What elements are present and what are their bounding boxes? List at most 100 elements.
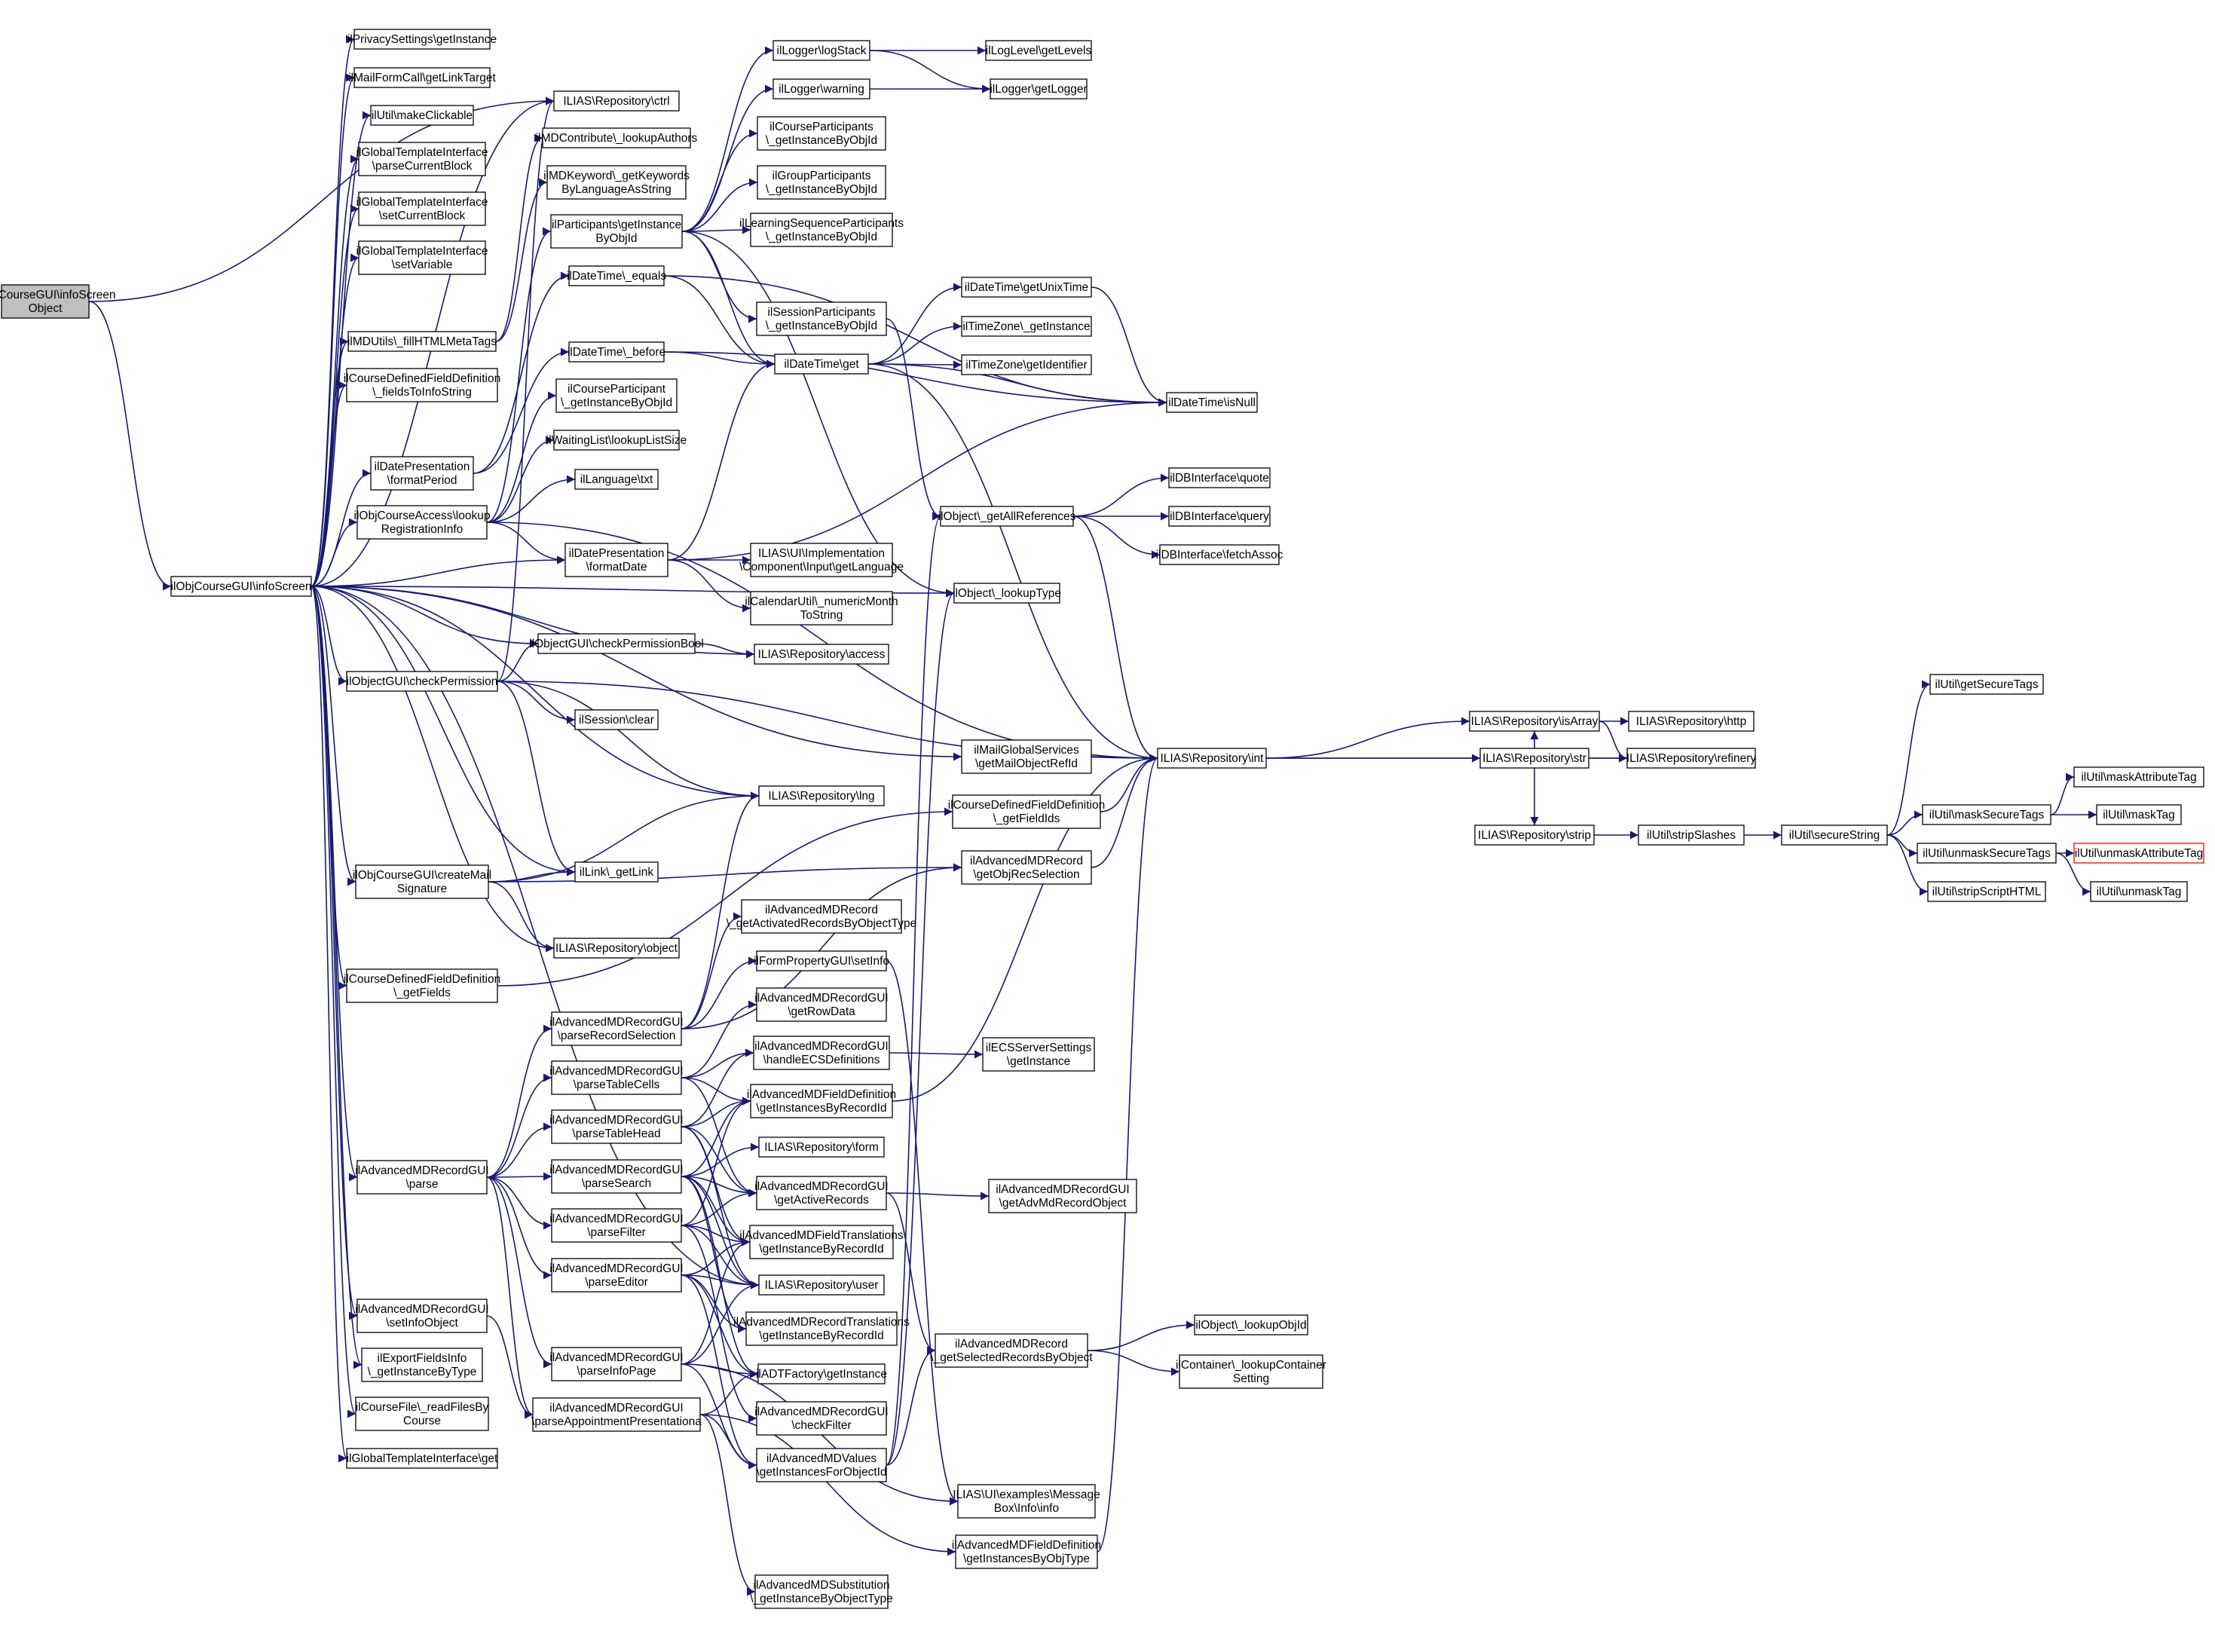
node-course-participants[interactable]: ilCourseParticipants\_getInstanceByObjId — [757, 116, 886, 151]
node-repo-http[interactable]: ILIAS\Repository\http — [1628, 711, 1755, 732]
node-amd-adv-obj[interactable]: ilAdvancedMDRecordGUI\getAdvMdRecordObje… — [988, 1179, 1137, 1213]
node-amd-check-filter[interactable]: ilAdvancedMDRecordGUI\checkFilter — [754, 1401, 889, 1436]
node-strip-script-h-t-m-l[interactable]: ilUtil\stripScriptHTML — [1927, 881, 2046, 902]
node-date-pres-period[interactable]: ilDatePresentation\formatPeriod — [370, 456, 474, 491]
node-obj-gui-check[interactable]: ilObjectGUI\checkPermission — [346, 671, 498, 692]
node-mail-global[interactable]: ilMailGlobalServices\getMailObjectRefId — [961, 739, 1092, 774]
node-adt-factory[interactable]: ilADTFactory\getInstance — [756, 1363, 887, 1384]
node-logger-stack[interactable]: ilLogger\logStack — [772, 40, 870, 61]
node-amd-parse-info-page[interactable]: ilAdvancedMDRecordGUI\parseInfoPage — [549, 1347, 684, 1381]
node-tz-get[interactable]: ilTimeZone\_getInstance — [961, 316, 1092, 337]
node-unmask-attr-tag[interactable]: ilUtil\unmaskAttributeTag — [2073, 843, 2204, 864]
node-gti-var[interactable]: ilGlobalTemplateInterface\setVariable — [356, 240, 488, 275]
node-amd-parse-search[interactable]: ilAdvancedMDRecordGUI\parseSearch — [549, 1159, 684, 1194]
node-export-fields[interactable]: ilExportFieldsInfo\_getInstanceByType — [361, 1348, 483, 1382]
node-language[interactable]: ilLanguage\txt — [574, 469, 659, 490]
node-ls-participants[interactable]: ilLearningSequenceParticipants\_getInsta… — [739, 213, 904, 247]
node-dt-before[interactable]: ilDateTime\_before — [568, 341, 665, 363]
node-repo-object[interactable]: ILIAS\Repository\object — [553, 938, 680, 959]
node-dt-unix[interactable]: ilDateTime\getUnixTime — [961, 277, 1092, 298]
node-ui-lang[interactable]: ILIAS\UI\Implementation\Component\Input\… — [739, 543, 904, 577]
node-amd-subst[interactable]: ilAdvancedMDSubstitution\_getInstanceByO… — [750, 1574, 893, 1609]
node-amd-parse-editor[interactable]: ilAdvancedMDRecordGUI\parseEditor — [549, 1258, 684, 1293]
node-md-keyword[interactable]: ilMDKeyword\_getKeywordsByLanguageAsStri… — [543, 165, 690, 200]
node-amd-rec-trans[interactable]: ilAdvancedMDRecordTranslations\getInstan… — [733, 1311, 910, 1346]
node-amd-parse-table-head[interactable]: ilAdvancedMDRecordGUI\parseTableHead — [549, 1109, 684, 1144]
node-amd-obj-rec-sel[interactable]: ilAdvancedMDRecord\getObjRecSelection — [961, 850, 1092, 885]
node-logger-warning[interactable]: ilLogger\warning — [772, 78, 870, 99]
node-form-prop-info[interactable]: ilFormPropertyGUI\setInfo — [754, 950, 889, 971]
node-amd-parse-filter[interactable]: ilAdvancedMDRecordGUI\parseFilter — [549, 1208, 684, 1243]
node-amd-field-def-by-obj[interactable]: ilAdvancedMDFieldDefinition\getInstances… — [952, 1534, 1101, 1569]
node-repo-lng[interactable]: ILIAS\Repository\lng — [758, 785, 885, 806]
node-repo-is-array[interactable]: ILIAS\Repository\isArray — [1469, 711, 1600, 732]
node-amd-activated[interactable]: ilAdvancedMDRecord\_getActivatedRecordsB… — [727, 899, 916, 934]
node-repo-int[interactable]: ILIAS\Repository\int — [1157, 748, 1267, 769]
node-cdfd-info[interactable]: ilCourseDefinedFieldDefinition\_fieldsTo… — [344, 368, 501, 402]
node-date-pres-date[interactable]: ilDatePresentation\formatDate — [564, 543, 668, 577]
node-dt-get[interactable]: ilDateTime\get — [774, 353, 869, 375]
node-logger-get[interactable]: ilLogger\getLogger — [990, 78, 1088, 99]
node-group-participants[interactable]: ilGroupParticipants\_getInstanceByObjId — [757, 165, 886, 200]
node-strip-slashes[interactable]: ilUtil\stripSlashes — [1638, 824, 1745, 846]
node-session-clear[interactable]: ilSession\clear — [574, 709, 659, 730]
node-amd-parse[interactable]: ilAdvancedMDRecordGUI\parse — [355, 1160, 489, 1195]
node-mask-attr-tag[interactable]: ilUtil\maskAttributeTag — [2073, 766, 2204, 788]
node-db-query[interactable]: ilDBInterface\query — [1168, 506, 1271, 527]
node-ecs-settings[interactable]: ilECSServerSettings\getInstance — [982, 1037, 1095, 1072]
node-amd-field-def-by-rec[interactable]: ilAdvancedMDFieldDefinition\getInstances… — [747, 1084, 896, 1118]
node-db-fetch[interactable]: ilDBInterface\fetchAssoc — [1156, 544, 1283, 565]
node-mask-secure-tags[interactable]: ilUtil\maskSecureTags — [1922, 804, 2051, 825]
node-md-utils[interactable]: ilMDUtils\_fillHTMLMetaTags — [347, 331, 497, 352]
node-privacy[interactable]: ilPrivacySettings\getInstance — [347, 29, 497, 50]
node-amd-parse-appt[interactable]: ilAdvancedMDRecordGUI\parseAppointmentPr… — [531, 1397, 702, 1432]
node-obj-gui-check-bool[interactable]: ilObjectGUI\checkPermissionBool — [529, 633, 704, 654]
node-gti-set[interactable]: ilGlobalTemplateInterface\setCurrentBloc… — [356, 191, 488, 226]
node-gti-get[interactable]: ilGlobalTemplateInterface\get — [346, 1448, 498, 1469]
node-amd-parse-rec-sel[interactable]: ilAdvancedMDRecordGUI\parseRecordSelecti… — [549, 1011, 684, 1046]
node-log-level[interactable]: ilLogLevel\getLevels — [985, 40, 1092, 61]
node-repo-form[interactable]: ILIAS\Repository\form — [758, 1137, 885, 1158]
node-obj-lookup-obj-id[interactable]: ilObject\_lookupObjId — [1194, 1314, 1308, 1335]
node-obj-lookup-type[interactable]: ilObject\_lookupType — [953, 583, 1061, 604]
node-unmask-tag[interactable]: ilUtil\unmaskTag — [2090, 881, 2188, 902]
node-amd-parse-table-cells[interactable]: ilAdvancedMDRecordGUI\parseTableCells — [549, 1060, 684, 1095]
node-repo-user[interactable]: ILIAS\Repository\user — [758, 1274, 885, 1296]
node-repo-str[interactable]: ILIAS\Repository\str — [1479, 748, 1589, 769]
node-get-secure-tags[interactable]: ilUtil\getSecureTags — [1929, 674, 2044, 695]
node-amd-set-info[interactable]: ilAdvancedMDRecordGUI\setInfoObject — [355, 1299, 489, 1333]
node-repo-strip[interactable]: ILIAS\Repository\strip — [1474, 824, 1595, 846]
node-dt-equals[interactable]: ilDateTime\_equals — [567, 265, 666, 286]
node-amd-active-records[interactable]: ilAdvancedMDRecordGUI\getActiveRecords — [754, 1176, 889, 1210]
node-secure-string[interactable]: ilUtil\secureString — [1781, 824, 1888, 846]
node-amd-row-data[interactable]: ilAdvancedMDRecordGUI\getRowData — [754, 987, 889, 1022]
node-amd-field-trans[interactable]: ilAdvancedMDFieldTranslations\getInstanc… — [739, 1225, 904, 1259]
node-mask-tag[interactable]: ilUtil\maskTag — [2096, 804, 2182, 825]
node-participants[interactable]: ilParticipants\getInstanceByObjId — [550, 214, 683, 249]
node-dt-is-null[interactable]: ilDateTime\isNull — [1166, 392, 1258, 413]
node-cdfd-field-ids[interactable]: ilCourseDefinedFieldDefinition\_getField… — [948, 794, 1106, 829]
node-gti-parse[interactable]: ilGlobalTemplateInterface\parseCurrentBl… — [356, 142, 488, 176]
node-db-quote[interactable]: ilDBInterface\quote — [1168, 467, 1271, 488]
node-repo-access[interactable]: ILIAS\Repository\access — [754, 644, 889, 665]
node-cdfd-get-fields[interactable]: ilCourseDefinedFieldDefinition\_getField… — [344, 968, 501, 1003]
node-md-contrib[interactable]: ilMDContribute\_lookupAuthors — [536, 127, 698, 148]
node-amd-sel-recs[interactable]: ilAdvancedMDRecord\_getSelectedRecordsBy… — [930, 1333, 1093, 1368]
node-session-participants[interactable]: ilSessionParticipants\_getInstanceByObjI… — [756, 301, 887, 336]
node-waiting-list[interactable]: ilWaitingList\lookupListSize — [546, 430, 687, 451]
node-unmask-secure-tags[interactable]: ilUtil\unmaskSecureTags — [1917, 843, 2057, 864]
node-course-participant[interactable]: ilCourseParticipant\_getInstanceByObjId — [555, 378, 678, 413]
node-link-get[interactable]: ilLink\_getLink — [574, 861, 659, 883]
node-repo-refinery[interactable]: ILIAS\Repository\refinery — [1626, 748, 1757, 769]
node-make-clickable[interactable]: ilUtil\makeClickable — [370, 105, 474, 126]
node-amd-ecs[interactable]: ilAdvancedMDRecordGUI\handleECSDefinitio… — [753, 1036, 890, 1070]
node-repo-ctrl[interactable]: ILIAS\Repository\ctrl — [553, 90, 680, 112]
node-mail-form-call[interactable]: ilMailFormCall\getLinkTarget — [348, 67, 496, 88]
